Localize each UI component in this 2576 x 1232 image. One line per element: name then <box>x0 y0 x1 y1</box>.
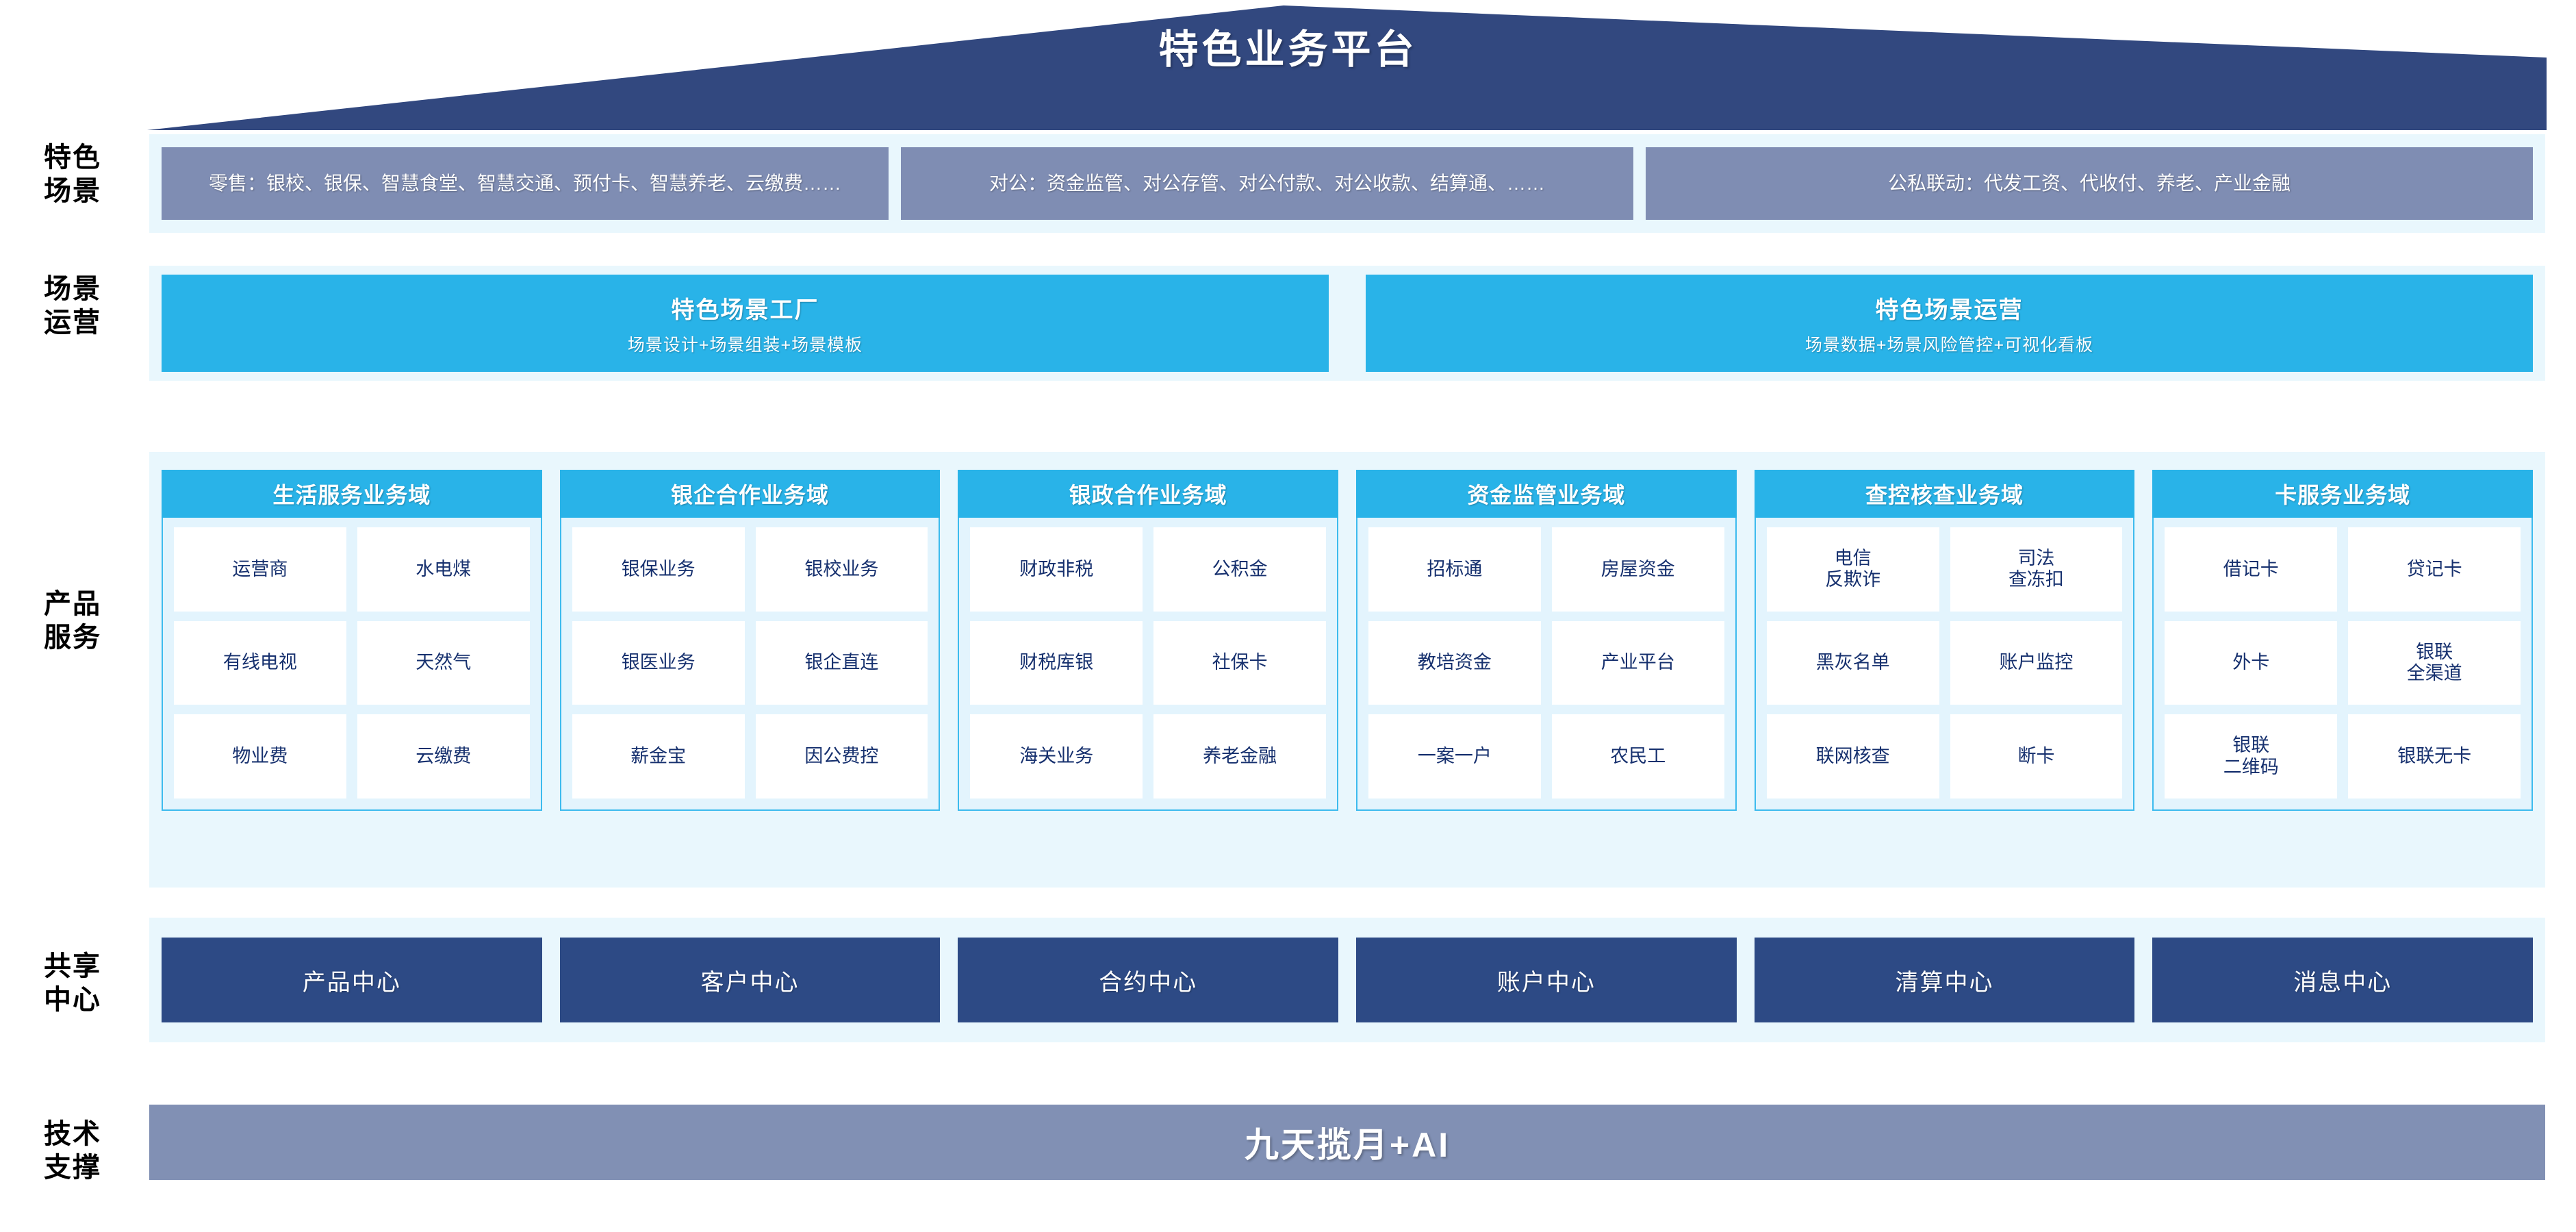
shared-card-contract-center[interactable]: 合约中心 <box>958 938 1339 1022</box>
operation-card-subtitle: 场景设计+场景组装+场景模板 <box>627 335 863 355</box>
rail-label-shared: 共享 中心 <box>44 951 101 1015</box>
product-cell-grid: 借记卡 贷记卡 外卡 银联 全渠道 银联 二维码 银联无卡 <box>2152 518 2534 811</box>
product-column-title: 卡服务业务域 <box>2152 470 2534 518</box>
rail-label-product: 产品 服务 <box>44 589 101 653</box>
product-cell[interactable]: 公积金 <box>1153 527 1327 612</box>
scene-card-public-private[interactable]: 公私联动：代发工资、代收付、养老、产业金融 <box>1646 147 2533 220</box>
product-cell[interactable]: 银保业务 <box>572 527 745 612</box>
product-cell-grid: 银保业务 银校业务 银医业务 银企直连 薪金宝 因公费控 <box>559 518 941 811</box>
scene-card-corporate[interactable]: 对公：资金监管、对公存管、对公付款、对公收款、结算通、…… <box>901 147 1633 220</box>
product-cell-grid: 运营商 水电煤 有线电视 天然气 物业费 云缴费 <box>162 518 542 811</box>
operation-card-title: 特色场景工厂 <box>671 297 819 323</box>
product-cell[interactable]: 农民工 <box>1551 714 1724 799</box>
product-column-title: 银政合作业务域 <box>958 470 1339 518</box>
shared-center-band: 产品中心 客户中心 合约中心 账户中心 清算中心 消息中心 <box>149 918 2545 1042</box>
product-cell[interactable]: 有线电视 <box>174 620 346 705</box>
product-cell[interactable]: 养老金融 <box>1153 714 1327 799</box>
shared-card-clearing-center[interactable]: 清算中心 <box>1754 938 2135 1022</box>
product-cell[interactable]: 一案一户 <box>1368 714 1541 799</box>
tech-support-bar[interactable]: 九天揽月+AI <box>149 1105 2545 1180</box>
product-cell[interactable]: 薪金宝 <box>572 714 745 799</box>
product-column-fund-supervision: 资金监管业务域 招标通 房屋资金 教培资金 产业平台 一案一户 农民工 <box>1356 470 1737 811</box>
product-cell[interactable]: 物业费 <box>174 714 346 799</box>
operation-card-list: 特色场景工厂 场景设计+场景组装+场景模板 特色场景运营 场景数据+场景风险管控… <box>149 266 2545 381</box>
scene-band: 零售：银校、银保、智慧食堂、智慧交通、预付卡、智慧养老、云缴费…… 对公：资金监… <box>149 134 2545 233</box>
product-cell[interactable]: 电信 反欺诈 <box>1766 527 1939 612</box>
product-band: 生活服务业务域 运营商 水电煤 有线电视 天然气 物业费 云缴费 银企合作业务域… <box>149 452 2545 888</box>
product-cell-grid: 招标通 房屋资金 教培资金 产业平台 一案一户 农民工 <box>1356 518 1737 811</box>
product-column-bank-government: 银政合作业务域 财政非税 公积金 财税库银 社保卡 海关业务 养老金融 <box>958 470 1339 811</box>
product-cell[interactable]: 黑灰名单 <box>1766 620 1939 705</box>
rail-label-operation: 场景 运营 <box>44 274 101 338</box>
product-column-title: 资金监管业务域 <box>1356 470 1737 518</box>
page-title: 特色业务平台 <box>1158 27 1418 72</box>
product-cell[interactable]: 银联无卡 <box>2348 714 2521 799</box>
operation-card-scene-operation[interactable]: 特色场景运营 场景数据+场景风险管控+可视化看板 <box>1366 275 2533 372</box>
product-column-title: 银企合作业务域 <box>559 470 941 518</box>
rail-label-scene: 特色 场景 <box>44 142 101 206</box>
product-cell[interactable]: 产业平台 <box>1551 620 1724 705</box>
product-cell[interactable]: 外卡 <box>2165 620 2338 705</box>
product-cell[interactable]: 断卡 <box>1950 714 2123 799</box>
product-cell[interactable]: 财税库银 <box>970 620 1143 705</box>
shared-card-product-center[interactable]: 产品中心 <box>162 938 542 1022</box>
operation-card-title: 特色场景运营 <box>1875 297 2024 323</box>
product-cell[interactable]: 联网核查 <box>1766 714 1939 799</box>
product-cell[interactable]: 海关业务 <box>970 714 1143 799</box>
product-cell[interactable]: 运营商 <box>174 527 346 612</box>
product-cell[interactable]: 云缴费 <box>357 714 530 799</box>
product-cell[interactable]: 招标通 <box>1368 527 1541 612</box>
product-cell[interactable]: 社保卡 <box>1153 620 1327 705</box>
product-column-life-service: 生活服务业务域 运营商 水电煤 有线电视 天然气 物业费 云缴费 <box>162 470 542 811</box>
product-cell[interactable]: 因公费控 <box>755 714 928 799</box>
shared-center-card-list: 产品中心 客户中心 合约中心 账户中心 清算中心 消息中心 <box>149 918 2545 1042</box>
product-column-title: 生活服务业务域 <box>162 470 542 518</box>
product-cell-grid: 财政非税 公积金 财税库银 社保卡 海关业务 养老金融 <box>958 518 1339 811</box>
product-column-list: 生活服务业务域 运营商 水电煤 有线电视 天然气 物业费 云缴费 银企合作业务域… <box>149 452 2545 888</box>
shared-card-message-center[interactable]: 消息中心 <box>2152 938 2534 1022</box>
product-cell[interactable]: 财政非税 <box>970 527 1143 612</box>
product-cell[interactable]: 账户监控 <box>1950 620 2123 705</box>
product-cell[interactable]: 教培资金 <box>1368 620 1541 705</box>
product-cell[interactable]: 房屋资金 <box>1551 527 1724 612</box>
product-column-card-service: 卡服务业务域 借记卡 贷记卡 外卡 银联 全渠道 银联 二维码 银联无卡 <box>2152 470 2534 811</box>
scene-card-retail[interactable]: 零售：银校、银保、智慧食堂、智慧交通、预付卡、智慧养老、云缴费…… <box>162 147 889 220</box>
operation-card-subtitle: 场景数据+场景风险管控+可视化看板 <box>1805 335 2094 355</box>
product-cell[interactable]: 银校业务 <box>755 527 928 612</box>
product-cell[interactable]: 司法 查冻扣 <box>1950 527 2123 612</box>
roof-shape-icon <box>147 5 2547 130</box>
scene-card-list: 零售：银校、银保、智慧食堂、智慧交通、预付卡、智慧养老、云缴费…… 对公：资金监… <box>149 134 2545 233</box>
shared-card-customer-center[interactable]: 客户中心 <box>559 938 941 1022</box>
product-column-title: 查控核查业务域 <box>1754 470 2135 518</box>
platform-roof-banner: 特色业务平台 <box>0 0 2576 134</box>
product-cell-grid: 电信 反欺诈 司法 查冻扣 黑灰名单 账户监控 联网核查 断卡 <box>1754 518 2135 811</box>
product-cell[interactable]: 银企直连 <box>755 620 928 705</box>
product-cell[interactable]: 银医业务 <box>572 620 745 705</box>
operation-card-scene-factory[interactable]: 特色场景工厂 场景设计+场景组装+场景模板 <box>162 275 1329 372</box>
product-column-bank-enterprise: 银企合作业务域 银保业务 银校业务 银医业务 银企直连 薪金宝 因公费控 <box>559 470 941 811</box>
shared-card-account-center[interactable]: 账户中心 <box>1356 938 1737 1022</box>
product-cell[interactable]: 借记卡 <box>2165 527 2338 612</box>
product-cell[interactable]: 天然气 <box>357 620 530 705</box>
product-column-investigation-control: 查控核查业务域 电信 反欺诈 司法 查冻扣 黑灰名单 账户监控 联网核查 断卡 <box>1754 470 2135 811</box>
product-cell[interactable]: 银联 全渠道 <box>2348 620 2521 705</box>
product-cell[interactable]: 贷记卡 <box>2348 527 2521 612</box>
product-cell[interactable]: 水电煤 <box>357 527 530 612</box>
operation-band: 特色场景工厂 场景设计+场景组装+场景模板 特色场景运营 场景数据+场景风险管控… <box>149 266 2545 381</box>
product-cell[interactable]: 银联 二维码 <box>2165 714 2338 799</box>
rail-label-tech: 技术 支撑 <box>44 1119 101 1183</box>
